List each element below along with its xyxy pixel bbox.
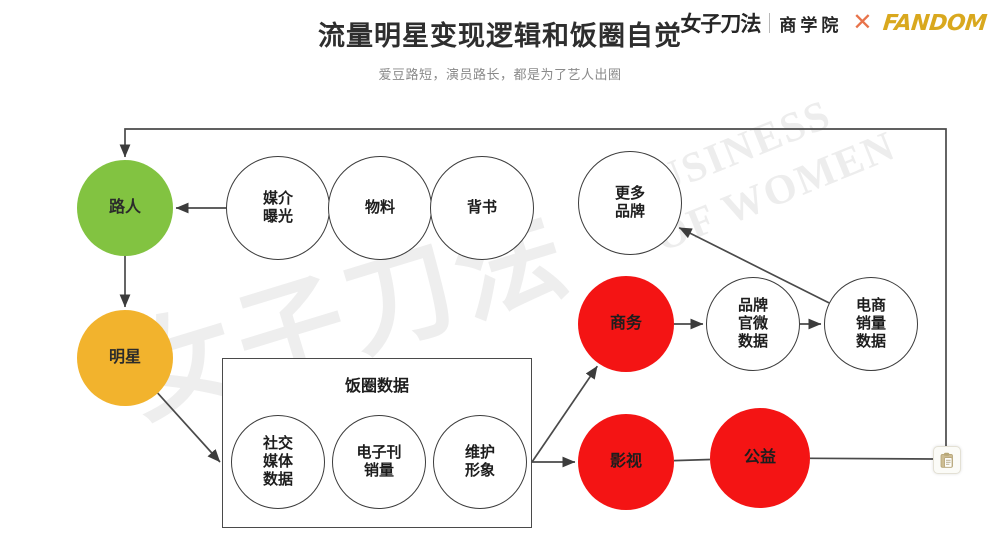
node-label-line: 社交 xyxy=(262,434,293,452)
node-label-line: 路人 xyxy=(108,199,141,217)
brand-divider xyxy=(769,13,771,33)
node-label-line: 商务 xyxy=(609,315,642,333)
node-label-line: 媒体 xyxy=(262,452,293,470)
node-label-line: 数据 xyxy=(262,471,293,489)
cross-icon: ✕ xyxy=(852,9,873,36)
node-pinpai[interactable]: 品牌官微数据 xyxy=(706,277,800,371)
header: 流量明星变现逻辑和饭圈自觉 爱豆路短，演员路长，都是为了艺人出圈 女子刀法 商学… xyxy=(0,0,1000,108)
node-shangwu[interactable]: 商务 xyxy=(578,276,674,372)
node-meijie[interactable]: 媒介曝光 xyxy=(226,156,330,260)
node-label-line: 影视 xyxy=(609,453,642,471)
node-label-line: 背书 xyxy=(466,198,497,216)
clipboard-icon[interactable] xyxy=(933,446,961,474)
node-yingshi[interactable]: 影视 xyxy=(578,414,674,510)
node-label-line: 更多 xyxy=(614,184,645,202)
partner-brand-name: FANDOM xyxy=(881,10,988,36)
node-label-line: 销量 xyxy=(855,314,886,332)
node-weihu[interactable]: 维护形象 xyxy=(433,415,527,509)
node-dianshang[interactable]: 电商销量数据 xyxy=(824,277,918,371)
node-shejiao[interactable]: 社交媒体数据 xyxy=(231,415,325,509)
group-box-title: 饭圈数据 xyxy=(344,378,409,395)
node-label-line: 明星 xyxy=(108,349,141,367)
node-label-line: 媒介 xyxy=(262,189,293,207)
node-label-line: 品牌 xyxy=(614,203,645,220)
node-mingxing[interactable]: 明星 xyxy=(77,310,173,406)
node-label-line: 数据 xyxy=(737,333,768,351)
watermark-brand-en-line2: OF WOMEN xyxy=(648,122,903,262)
node-label-line: 形象 xyxy=(464,462,495,479)
node-label-line: 曝光 xyxy=(262,208,293,225)
brand-lockup: 女子刀法 商学院 ✕ FANDOM xyxy=(680,6,988,40)
brand-subtitle: 商学院 xyxy=(779,15,843,35)
node-label-line: 公益 xyxy=(743,449,776,467)
node-label-line: 电商 xyxy=(855,296,886,314)
node-label-line: 品牌 xyxy=(737,296,768,314)
node-label-line: 维护 xyxy=(464,443,495,461)
node-label-line: 电子刊 xyxy=(356,443,402,461)
brand-name: 女子刀法 xyxy=(680,12,761,36)
node-label-line: 官微 xyxy=(737,314,768,332)
node-luren[interactable]: 路人 xyxy=(77,160,173,256)
page-title: 流量明星变现逻辑和饭圈自觉 xyxy=(318,21,682,51)
node-gongyi[interactable]: 公益 xyxy=(710,408,810,508)
node-label-line: 销量 xyxy=(363,462,394,479)
page-subtitle: 爱豆路短，演员路长，都是为了艺人出圈 xyxy=(378,67,622,82)
node-label-line: 物料 xyxy=(364,198,395,216)
node-gengduo[interactable]: 更多品牌 xyxy=(578,151,682,255)
node-label-line: 数据 xyxy=(855,333,886,351)
node-dianzikan[interactable]: 电子刊销量 xyxy=(332,415,426,509)
node-beishu[interactable]: 背书 xyxy=(430,156,534,260)
node-wuliao[interactable]: 物料 xyxy=(328,156,432,260)
